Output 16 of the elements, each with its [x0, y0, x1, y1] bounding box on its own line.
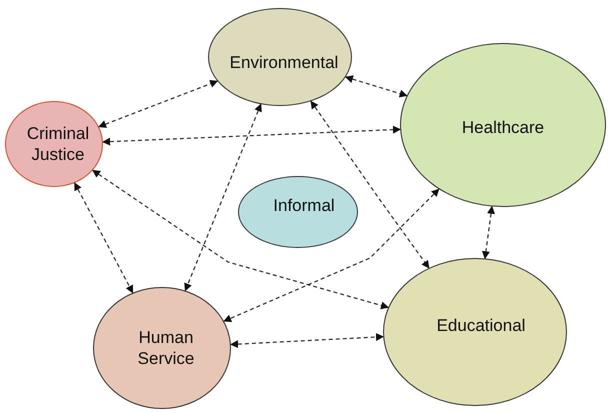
dashed-arrow — [92, 170, 389, 310]
dashed-arrow — [482, 206, 495, 260]
dashed-arrow — [230, 333, 384, 348]
dashed-arrow — [102, 126, 401, 146]
node-label: Criminal Justice — [26, 122, 90, 166]
node-label: Environmental — [230, 52, 338, 74]
dashed-arrow — [184, 104, 262, 292]
node-label: Human Service — [136, 326, 196, 370]
dashed-arrow — [310, 100, 430, 269]
node-label: Informal — [273, 195, 335, 217]
dashed-arrow — [223, 188, 440, 322]
dashed-arrow — [74, 182, 134, 294]
dashed-arrow — [98, 80, 218, 128]
node-label: Healthcare — [462, 117, 544, 139]
node-label: Educational — [436, 315, 526, 337]
dashed-arrow — [344, 75, 408, 98]
